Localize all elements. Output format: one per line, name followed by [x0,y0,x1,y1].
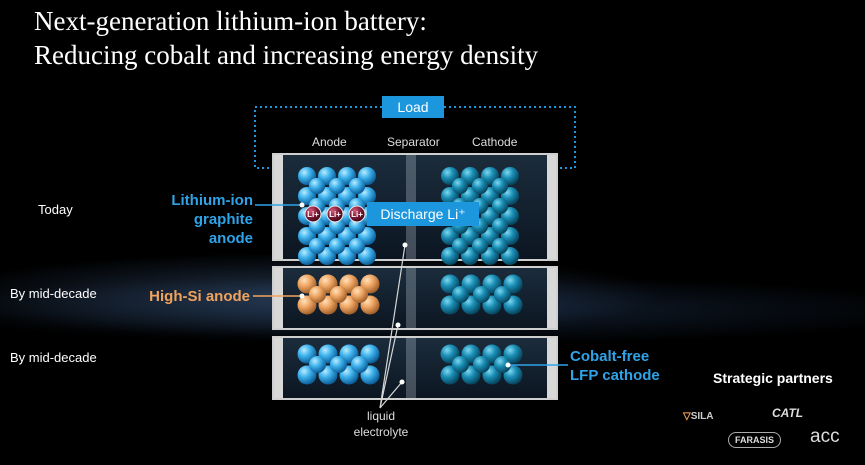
graphite-particle [329,355,348,374]
graphite-particle [348,217,366,235]
graphite-particle [328,237,346,255]
catl-logo: CATL [772,406,804,420]
cathode-particle [491,177,509,195]
sila-mark-icon: ▽ [683,411,691,422]
sila-logo-text: SILA [690,411,714,422]
lfp-particle [472,355,491,374]
cathode-collector [547,155,556,259]
lithium-ion-label: Li+ [329,210,341,219]
graphite-particle [350,355,369,374]
anode-collector [274,268,283,328]
separator [406,338,416,398]
row-label-today: Today [38,202,73,217]
farasis-logo: FARASIS [728,432,782,448]
label-lithium-ion-graphite-anode: Lithium-ion graphite anode [150,191,253,248]
graphite-particle [308,355,327,374]
lithium-ion [348,205,366,223]
separator [406,268,416,328]
electrolyte-label: liquid electrolyte [346,408,416,440]
cathode-particle [451,177,469,195]
column-label-anode: Anode [312,135,347,149]
label-cobalt-free-lfp-cathode: Cobalt-free LFP cathode [570,347,670,385]
cathode-particle [471,237,489,255]
graphite-particle [308,177,326,195]
cathode-particle [451,237,469,255]
load-box: Load [382,96,444,118]
sila-logo: ▽SILA [683,411,713,422]
lithium-ion-label: Li+ [351,210,363,219]
discharge-label: Discharge Li⁺ [367,202,479,226]
lithium-ion [326,205,344,223]
title-line-1: Next-generation lithium-ion battery: [34,6,427,36]
cathode-particle [491,237,509,255]
graphite-particle [348,237,366,255]
row-label-mid-decade-2: By mid-decade [10,350,97,365]
silicon-particle [350,285,369,304]
cathode-collector [547,268,556,328]
silicon-particle [308,285,327,304]
cathode-particle [471,177,489,195]
label-line: Lithium-ion [171,192,253,209]
label-high-si-anode: High-Si anode [149,288,250,305]
lfp-particle [493,355,512,374]
title-line-2: Reducing cobalt and increasing energy de… [34,40,539,70]
lithium-ion-label: Li+ [307,210,319,219]
silicon-particle [329,285,348,304]
particles [297,167,523,385]
cathode-particle [493,285,512,304]
label-line: graphite anode [193,211,253,247]
acc-logo: acc [810,426,840,447]
cathode-collector [547,338,556,398]
anode-collector [274,338,283,398]
graphite-particle [328,177,346,195]
column-label-cathode: Cathode [472,135,518,149]
cathode-particle [491,217,509,235]
label-line: LFP cathode [570,367,660,384]
column-label-separator: Separator [387,135,440,149]
row-label-mid-decade-1: By mid-decade [10,286,97,301]
slide-title: Next-generation lithium-ion battery: Red… [34,4,538,72]
strategic-partners-title: Strategic partners [713,370,833,386]
graphite-particle [348,177,366,195]
electrolyte-line-2: electrolyte [353,425,409,439]
lfp-particle [451,355,470,374]
lithium-ions: Li+ Li+ Li+ [304,205,366,223]
cathode-particle [491,197,509,215]
lithium-ion [304,205,322,223]
label-line: Cobalt-free [570,348,650,365]
electrolyte-line-1: liquid [366,409,396,423]
cathode-particle [451,285,470,304]
cathode-particle [472,285,491,304]
anode-collector [274,155,283,259]
graphite-particle [308,237,326,255]
